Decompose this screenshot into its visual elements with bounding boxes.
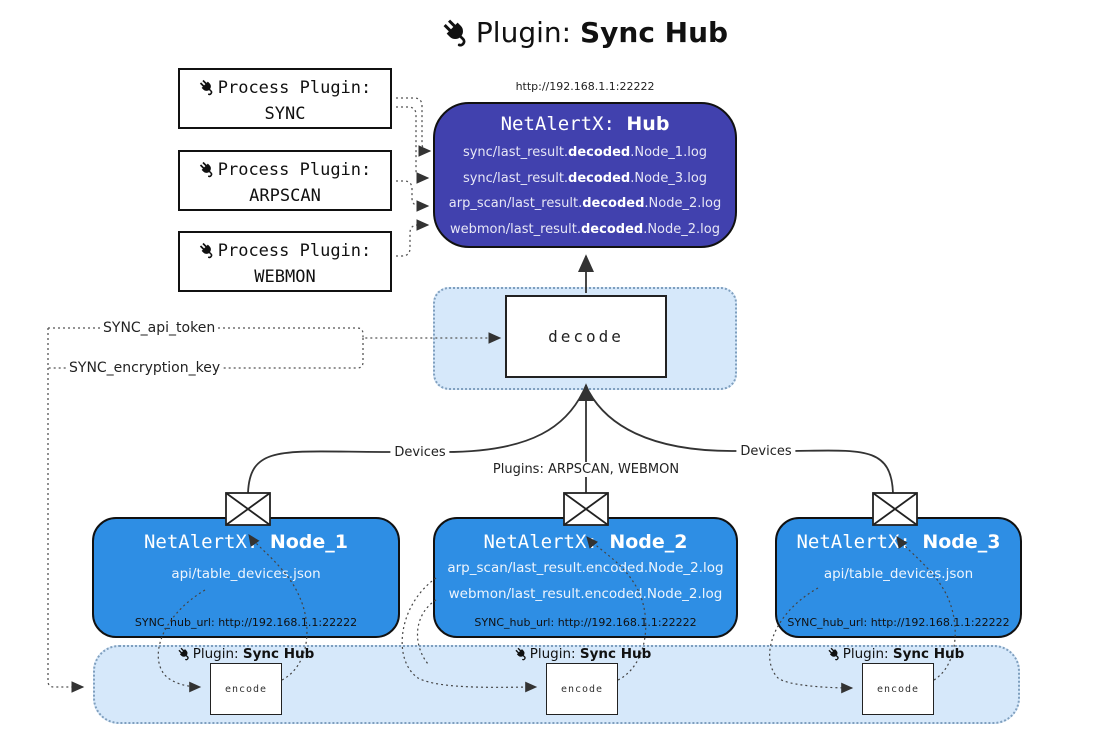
decode-box: decode [505, 295, 667, 378]
hub-log-line: arp_scan/last_result.decoded.Node_2.log [448, 196, 722, 211]
node-3-box: NetAlertX: Node_3 api/table_devices.json… [775, 517, 1022, 638]
node-title: NetAlertX: Node_3 [796, 531, 1001, 553]
plug-icon [199, 161, 216, 185]
hub-log-line: webmon/last_result.decoded.Node_2.log [450, 221, 720, 237]
process-plugin-name: WEBMON [254, 267, 316, 287]
encode-box-1: encode [210, 663, 282, 715]
node-hub-url: SYNC_hub_url: http://192.168.1.1:22222 [134, 616, 358, 629]
process-plugin-name: ARPSCAN [249, 186, 321, 206]
node-file: api/table_devices.json [171, 566, 321, 582]
process-plugin-arpscan-box: Process Plugin: ARPSCAN [178, 150, 392, 211]
process-plugin-label: Process Plugin: [217, 241, 372, 261]
node-hub-url: SYNC_hub_url: http://192.168.1.1:22222 [787, 616, 1010, 629]
process-plugin-label: Process Plugin: [217, 160, 372, 180]
node-file: webmon/last_result.encoded.Node_2.log [448, 586, 723, 602]
node-file: api/table_devices.json [823, 566, 974, 582]
hub-log-list: sync/last_result.decoded.Node_1.log sync… [435, 140, 735, 242]
hub-title: NetAlertX: Hub [500, 113, 670, 135]
process-plugin-label: Process Plugin: [217, 78, 372, 98]
process-plugin-webmon-box: Process Plugin: WEBMON [178, 231, 392, 292]
plug-icon [199, 79, 216, 103]
node-1-box: NetAlertX: Node_1 api/table_devices.json… [92, 517, 400, 638]
node-hub-url: SYNC_hub_url: http://192.168.1.1:22222 [474, 616, 697, 629]
title-prefix: Plugin: [475, 16, 572, 49]
encode-box-2: encode [546, 663, 618, 715]
encode-box-3: encode [862, 663, 934, 715]
hub-log-line: sync/last_result.decoded.Node_3.log [462, 170, 708, 186]
node-title: NetAlertX: Node_2 [483, 531, 688, 553]
process-plugin-sync-box: Process Plugin: SYNC [178, 68, 392, 129]
node-title: NetAlertX: Node_1 [143, 531, 348, 553]
hub-log-line: sync/last_result.decoded.Node_1.log [462, 145, 708, 160]
plug-icon [199, 242, 216, 266]
hub-url: http://192.168.1.1:22222 [515, 80, 655, 93]
page-title: Plugin: Sync Hub [320, 16, 850, 55]
node-file: arp_scan/last_result.encoded.Node_2.log [447, 560, 724, 576]
node-2-box: NetAlertX: Node_2 arp_scan/last_result.e… [433, 517, 738, 638]
plug-icon [442, 18, 472, 55]
title-name: Sync Hub [579, 16, 729, 49]
process-plugin-name: SYNC [264, 104, 306, 124]
hub-box: NetAlertX: Hub sync/last_result.decoded.… [433, 102, 737, 248]
